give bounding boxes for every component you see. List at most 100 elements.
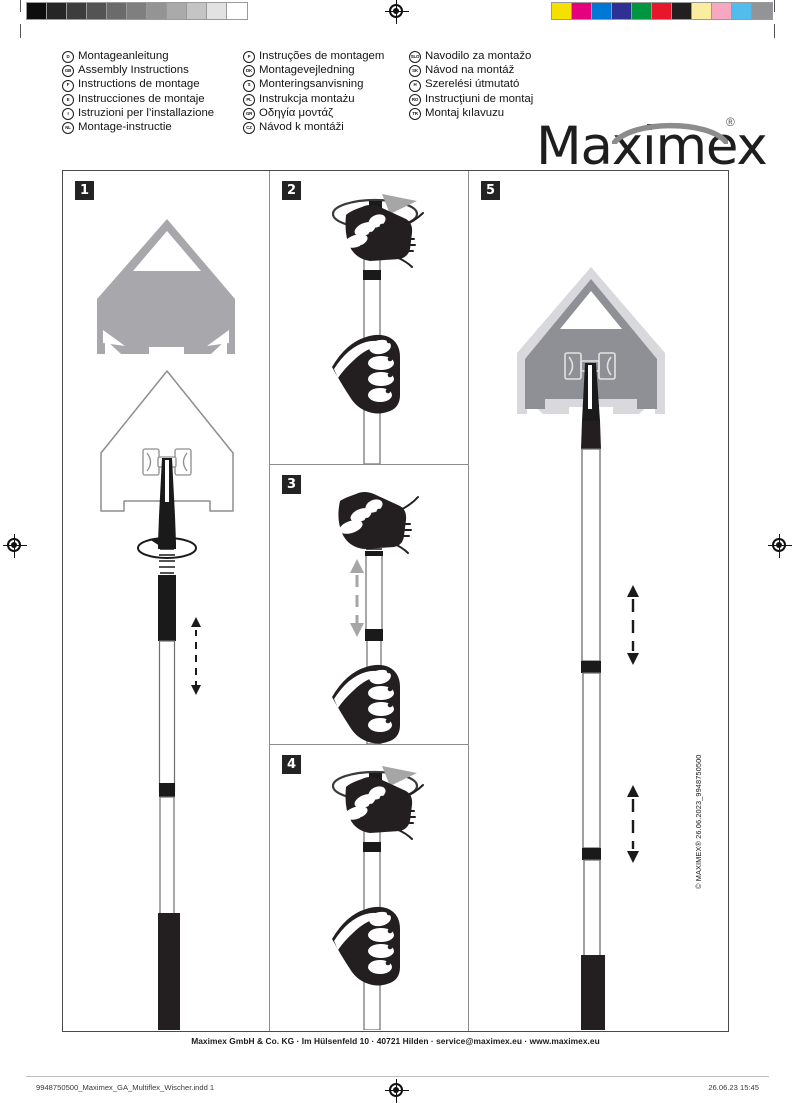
step-panel-4: 4 [270,745,468,1030]
language-row: DK Montagevejledning [243,64,408,78]
step-4-illustration [331,766,424,1030]
language-code-badge: P [243,51,255,64]
step-1-illustration [97,219,235,1030]
language-row: D Montageanleitung [62,50,247,64]
color-patch-9 [207,3,227,19]
language-row: P Instruções de montagem [243,50,408,64]
language-label: Οδηγία μοντάζ [259,106,334,119]
color-patch-7 [167,3,187,19]
language-row: TR Montaj kılavuzu [409,107,559,121]
language-label: Navodilo za montažo [425,50,532,62]
language-label: Instrukcja montażu [259,92,355,105]
language-label: Szerelési útmutató [425,78,520,91]
language-code-badge: SK [409,65,421,78]
language-label: Instructions de montage [78,78,200,91]
color-patch-10 [227,3,247,19]
grayscale-wedge [26,2,248,20]
step-5-illustration [517,267,665,1030]
color-patch-3 [87,3,107,19]
language-row: RO Instrucţiuni de montaj [409,93,559,107]
language-row: F Instructions de montage [62,78,247,92]
language-row: SLO Navodilo za montažo [409,50,559,64]
language-label: Instrucciones de montaje [78,92,205,105]
logo-arc-icon [612,118,728,144]
color-patch-6 [672,3,692,19]
language-label: Istruzioni per l’installazione [78,106,215,119]
language-code-badge: RO [409,93,421,106]
step-panel-2: 2 [270,171,468,464]
language-row: H Szerelési útmutató [409,78,559,92]
step-3-illustration [332,492,419,744]
language-label: Montageanleitung [78,50,169,62]
step-panel-3: 3 [270,465,468,744]
registration-target-icon-right [768,534,792,558]
language-label: Návod na montáž [425,64,515,77]
indesign-filename: 9948750500_Maximex_GA_Multiflex_Wischer.… [36,1083,215,1092]
color-patch-6 [147,3,167,19]
print-calibration-strip [0,0,795,24]
print-footer: 9948750500_Maximex_GA_Multiflex_Wischer.… [0,1076,795,1103]
language-label: Montaj kılavuzu [425,106,505,119]
registration-target-icon-bottom [385,1079,409,1103]
step-badge-3: 3 [282,475,301,494]
language-row: S Monteringsanvisning [243,78,408,92]
color-patch-5 [652,3,672,19]
language-code-badge: GR [243,108,255,121]
color-patch-10 [752,3,772,19]
language-label: Assembly Instructions [78,64,189,77]
language-code-badge: E [62,93,74,106]
language-row: E Instrucciones de montaje [62,93,247,107]
language-code-badge: PL [243,93,255,106]
registration-target-icon-top [385,0,409,24]
language-code-badge: D [62,51,74,64]
language-label: Monteringsanvisning [259,78,364,91]
language-label: Instrucţiuni de montaj [425,92,534,105]
language-code-badge: CZ [243,122,255,135]
step-badge-1: 1 [75,181,94,200]
crop-mark-top-left [20,0,21,12]
color-patch-0 [552,3,572,19]
registered-trademark-icon: ® [726,115,735,129]
color-patch-8 [187,3,207,19]
language-code-badge: TR [409,108,421,121]
color-patch-5 [127,3,147,19]
side-copyright-text: © MAXIMEX® 26.06.2023_9948750500 [694,754,703,890]
step-2-illustration [331,194,424,464]
language-code-badge: H [409,79,421,92]
maximex-logo: Maximex ® [536,112,768,178]
color-patch-4 [107,3,127,19]
step-badge-5: 5 [481,181,500,200]
panel-divider-right [468,171,469,1031]
language-code-badge: S [243,79,255,92]
color-patch-1 [572,3,592,19]
language-code-badge: SLO [409,51,421,64]
color-patch-3 [612,3,632,19]
print-timestamp: 26.06.23 15:45 [708,1083,759,1092]
language-code-badge: DK [243,65,255,78]
registration-target-icon-left [3,534,27,558]
color-wedge [551,2,773,20]
crop-mark-top-right [774,0,775,12]
color-patch-7 [692,3,712,19]
language-row: SK Návod na montáž [409,64,559,78]
panel-divider-left [269,171,270,1031]
color-patch-0 [27,3,47,19]
language-code-badge: NL [62,122,74,135]
language-code-badge: F [62,79,74,92]
step-panel-5: 5 [469,171,728,1030]
language-label: Montagevejledning [259,64,355,77]
color-patch-2 [592,3,612,19]
language-row: PL Instrukcja montażu [243,93,408,107]
color-patch-4 [632,3,652,19]
language-label: Instruções de montagem [259,50,385,62]
panel-divider-3-4 [269,744,468,745]
color-patch-2 [67,3,87,19]
crop-mark-right [774,24,775,38]
instruction-panel-frame: 1 [62,170,729,1032]
